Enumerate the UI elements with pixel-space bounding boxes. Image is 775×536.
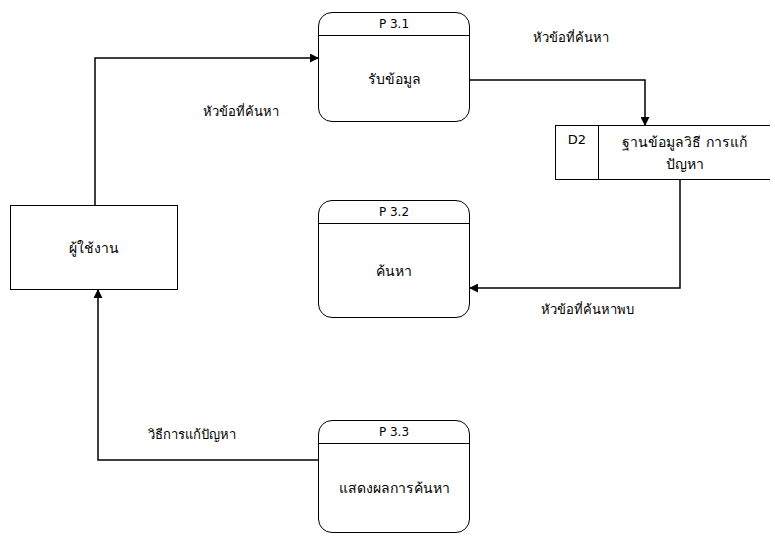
store-name: ฐานข้อมูลวิธี การแก้ปัญหา [599, 126, 770, 179]
process-id: P 3.2 [319, 201, 469, 224]
external-entity: ผู้ใช้งาน [10, 205, 178, 290]
entity-name: ผู้ใช้งาน [69, 237, 119, 259]
process-id: P 3.3 [319, 421, 469, 444]
flow-label: หัวข้อที่ค้นหา [200, 100, 282, 123]
store-id: D2 [556, 126, 599, 179]
data-flow [98, 290, 318, 460]
process-id: P 3.1 [319, 13, 469, 36]
process-name: รับข้อมูล [319, 36, 469, 121]
process-box: P 3.3แสดงผลการค้นหา [318, 420, 470, 533]
flow-label: วิธีการแก้ปัญหา [145, 423, 239, 446]
data-flow [95, 58, 318, 205]
flow-label: หัวข้อที่ค้นหาพบ [538, 298, 637, 321]
data-flow [470, 80, 645, 125]
flow-label: หัวข้อที่ค้นหา [530, 26, 612, 49]
data-store: D2ฐานข้อมูลวิธี การแก้ปัญหา [555, 125, 770, 180]
process-box: P 3.2ค้นหา [318, 200, 470, 318]
process-name: ค้นหา [319, 224, 469, 317]
process-box: P 3.1รับข้อมูล [318, 12, 470, 122]
process-name: แสดงผลการค้นหา [319, 444, 469, 532]
data-flow [470, 180, 680, 288]
